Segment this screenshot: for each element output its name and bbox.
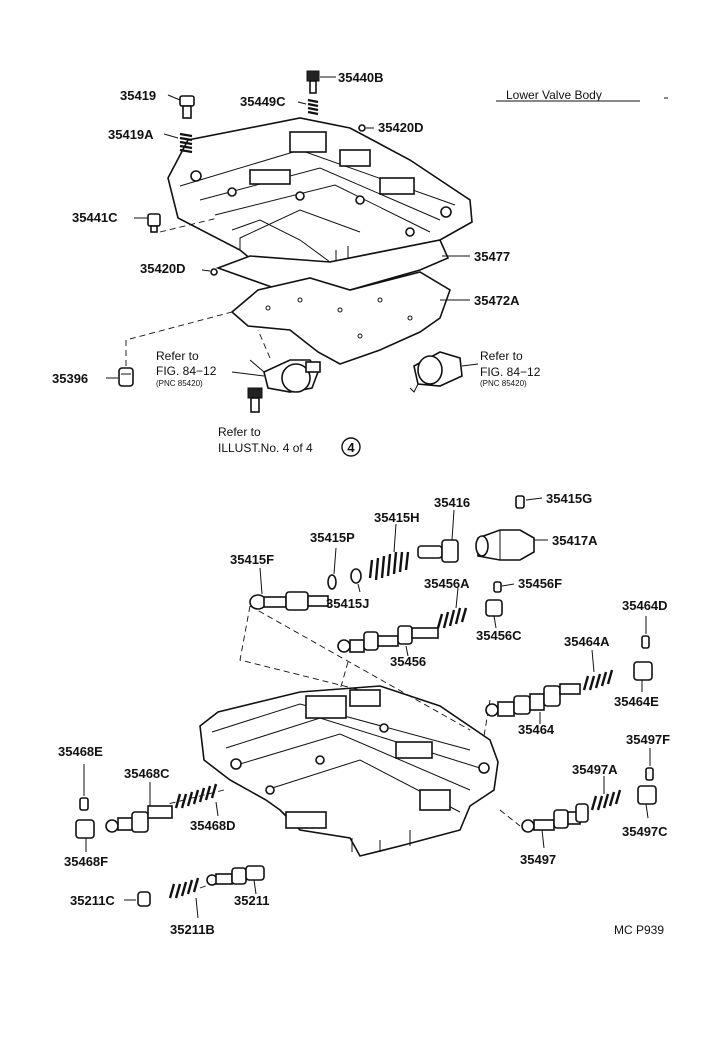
label-35497C: 35497C xyxy=(622,824,668,839)
ref-note-right: Refer to FIG. 84−12 (PNC 85420) xyxy=(480,349,541,388)
cup-35456C xyxy=(485,599,503,617)
pin-35497F xyxy=(645,767,654,781)
cup-35497C xyxy=(637,785,657,805)
label-35440B: 35440B xyxy=(338,70,384,85)
label-35468C: 35468C xyxy=(124,766,170,781)
spring-35419A xyxy=(179,132,193,154)
valve-35211 xyxy=(206,865,265,886)
label-35415J: 35415J xyxy=(326,596,369,611)
plug-35441C xyxy=(147,213,161,233)
plug-35419 xyxy=(179,95,195,119)
label-35419: 35419 xyxy=(120,88,156,103)
label-35420D-top: 35420D xyxy=(378,120,424,135)
label-35468E: 35468E xyxy=(58,744,103,759)
ball-35420D-top xyxy=(358,124,366,132)
label-35415F: 35415F xyxy=(230,552,274,567)
svg-text:Refer to: Refer to xyxy=(156,349,199,363)
label-35497: 35497 xyxy=(520,852,556,867)
illust-badge-circle xyxy=(341,437,361,457)
diagram-title: Lower Valve Body xyxy=(506,88,602,102)
label-35415P: 35415P xyxy=(310,530,355,545)
svg-text:(PNC 85420): (PNC 85420) xyxy=(480,379,527,388)
plug-35396 xyxy=(118,367,134,387)
svg-text:ILLUST.No. 4 of 4: ILLUST.No. 4 of 4 xyxy=(218,441,313,455)
ref-note-left: Refer to FIG. 84−12 (PNC 85420) xyxy=(156,349,217,388)
label-35420D-mid: 35420D xyxy=(140,261,186,276)
label-35415G: 35415G xyxy=(546,491,592,506)
pin-35415G xyxy=(515,495,525,509)
spring-35464A xyxy=(582,669,614,691)
pin-35211C xyxy=(137,891,151,907)
ref-note-illust: Refer to ILLUST.No. 4 of 4 4 xyxy=(218,425,361,457)
svg-text:(PNC 85420): (PNC 85420) xyxy=(156,379,203,388)
label-35464: 35464 xyxy=(518,722,555,737)
svg-text:FIG. 84−12: FIG. 84−12 xyxy=(156,364,217,378)
lower-valve-body xyxy=(199,685,499,857)
valve-35456 xyxy=(337,625,439,653)
cup-35464E xyxy=(633,661,653,681)
svg-text:Refer to: Refer to xyxy=(218,425,261,439)
illust-badge-number: 4 xyxy=(347,440,355,455)
label-35468F: 35468F xyxy=(64,854,108,869)
figure-code: MC P939 xyxy=(614,923,664,937)
pin-35456F xyxy=(493,581,502,593)
svg-text:FIG. 84−12: FIG. 84−12 xyxy=(480,365,541,379)
bolt-35440B xyxy=(306,70,320,94)
label-35415H: 35415H xyxy=(374,510,420,525)
label-35211C: 35211C xyxy=(70,893,115,908)
label-35464A: 35464A xyxy=(564,634,610,649)
bolt-lower xyxy=(247,387,263,413)
label-35456: 35456 xyxy=(390,654,426,669)
spring-35415H xyxy=(368,551,410,581)
valve-35497 xyxy=(521,803,589,833)
pin-35464D xyxy=(641,635,650,649)
label-35441C: 35441C xyxy=(72,210,118,225)
valve-35415F xyxy=(249,591,329,611)
spring-35211B xyxy=(168,877,200,899)
washer-35415P xyxy=(327,574,337,590)
svg-text:Refer to: Refer to xyxy=(480,349,523,363)
label-35417A: 35417A xyxy=(552,533,598,548)
spring-35497A xyxy=(590,789,622,811)
separator-plate-35472A xyxy=(230,271,451,365)
spring-35456A xyxy=(436,607,468,629)
pin-35468E xyxy=(79,797,89,811)
spring-35449C xyxy=(307,98,319,116)
label-35211: 35211 xyxy=(234,893,269,908)
label-35456F: 35456F xyxy=(518,576,562,591)
valve-35468C xyxy=(105,805,173,833)
cup-35468F xyxy=(75,819,95,839)
label-35497A: 35497A xyxy=(572,762,618,777)
label-35449C: 35449C xyxy=(240,94,286,109)
label-35419A: 35419A xyxy=(108,127,154,142)
solenoid-left xyxy=(249,359,321,393)
solenoid-right xyxy=(409,351,463,393)
label-35416: 35416 xyxy=(434,495,470,510)
washer-35415J xyxy=(350,568,362,584)
label-35211B: 35211B xyxy=(170,922,215,937)
label-35477: 35477 xyxy=(474,249,510,264)
label-35396: 35396 xyxy=(52,371,88,386)
label-35464E: 35464E xyxy=(614,694,659,709)
piston-35416 xyxy=(417,539,459,563)
label-35497F: 35497F xyxy=(626,732,670,747)
label-35468D: 35468D xyxy=(190,818,236,833)
label-35472A: 35472A xyxy=(474,293,520,308)
ball-35420D-mid xyxy=(210,268,218,276)
valve-35464 xyxy=(485,683,581,717)
upper-valve-body xyxy=(167,117,473,301)
label-35456C: 35456C xyxy=(476,628,522,643)
sleeve-35417A xyxy=(475,529,535,561)
label-35456A: 35456A xyxy=(424,576,470,591)
label-35464D: 35464D xyxy=(622,598,668,613)
spring-35468D xyxy=(174,783,218,809)
